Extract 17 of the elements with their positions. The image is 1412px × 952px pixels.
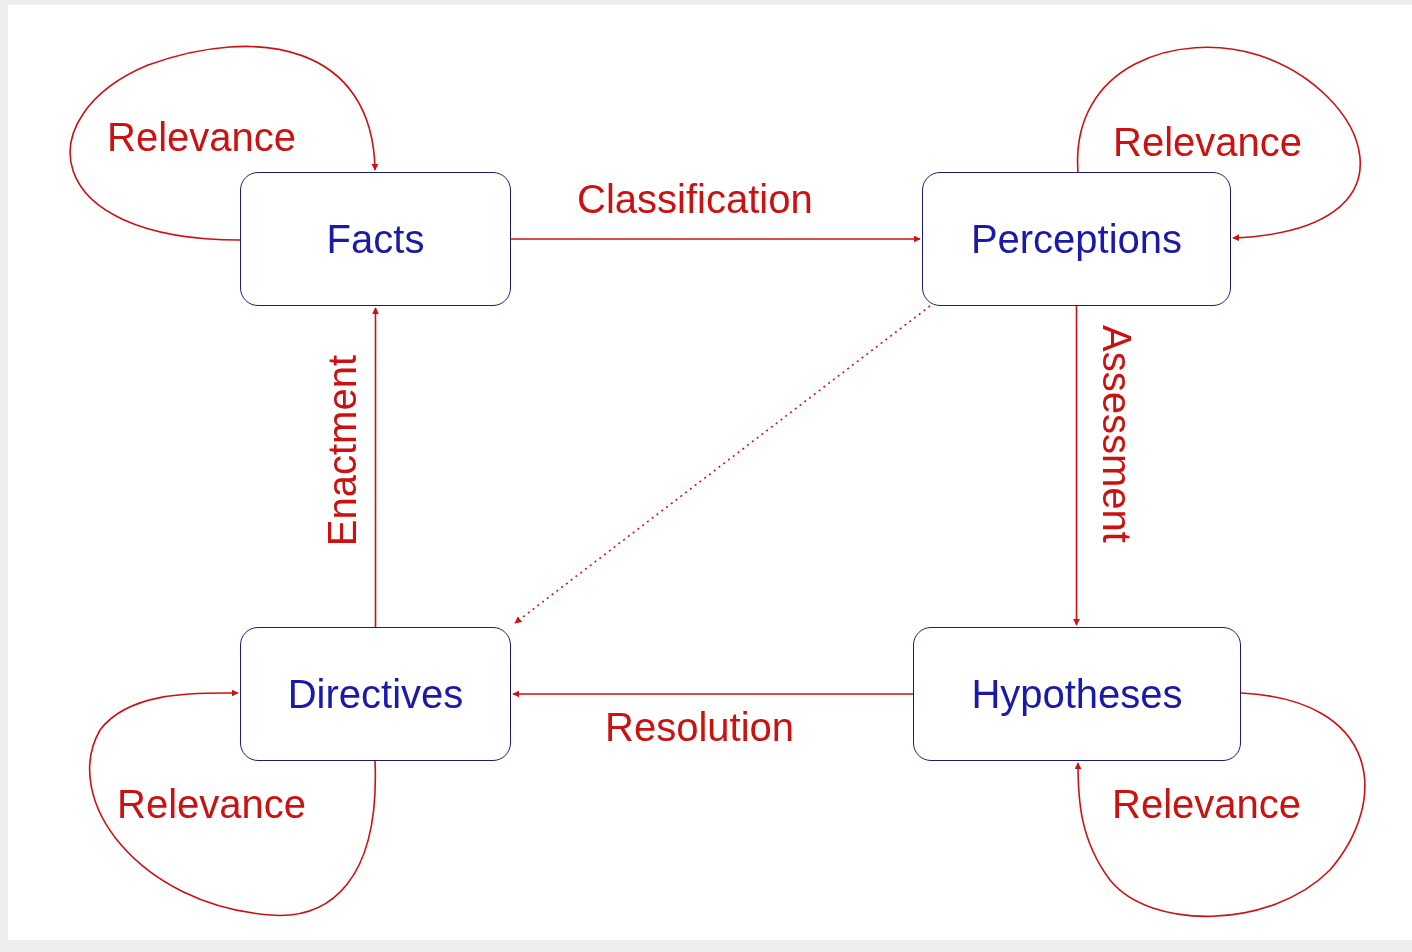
arrow <box>1073 305 1080 626</box>
node-label: Hypotheses <box>971 671 1183 717</box>
arrow <box>510 235 921 243</box>
dotted-arrow <box>514 305 931 624</box>
arrow <box>372 307 379 628</box>
arrow <box>69 45 378 241</box>
arrow <box>88 689 376 917</box>
rounded-box <box>240 627 511 761</box>
rounded-box <box>240 172 511 306</box>
node-label: Directives <box>287 671 464 717</box>
arrow <box>1077 46 1361 241</box>
arrow <box>512 690 914 698</box>
node-label: Facts <box>326 216 425 262</box>
node-label: Perceptions <box>970 216 1183 262</box>
rounded-box <box>922 172 1231 306</box>
rounded-box <box>913 627 1241 761</box>
arrow <box>1074 692 1366 918</box>
